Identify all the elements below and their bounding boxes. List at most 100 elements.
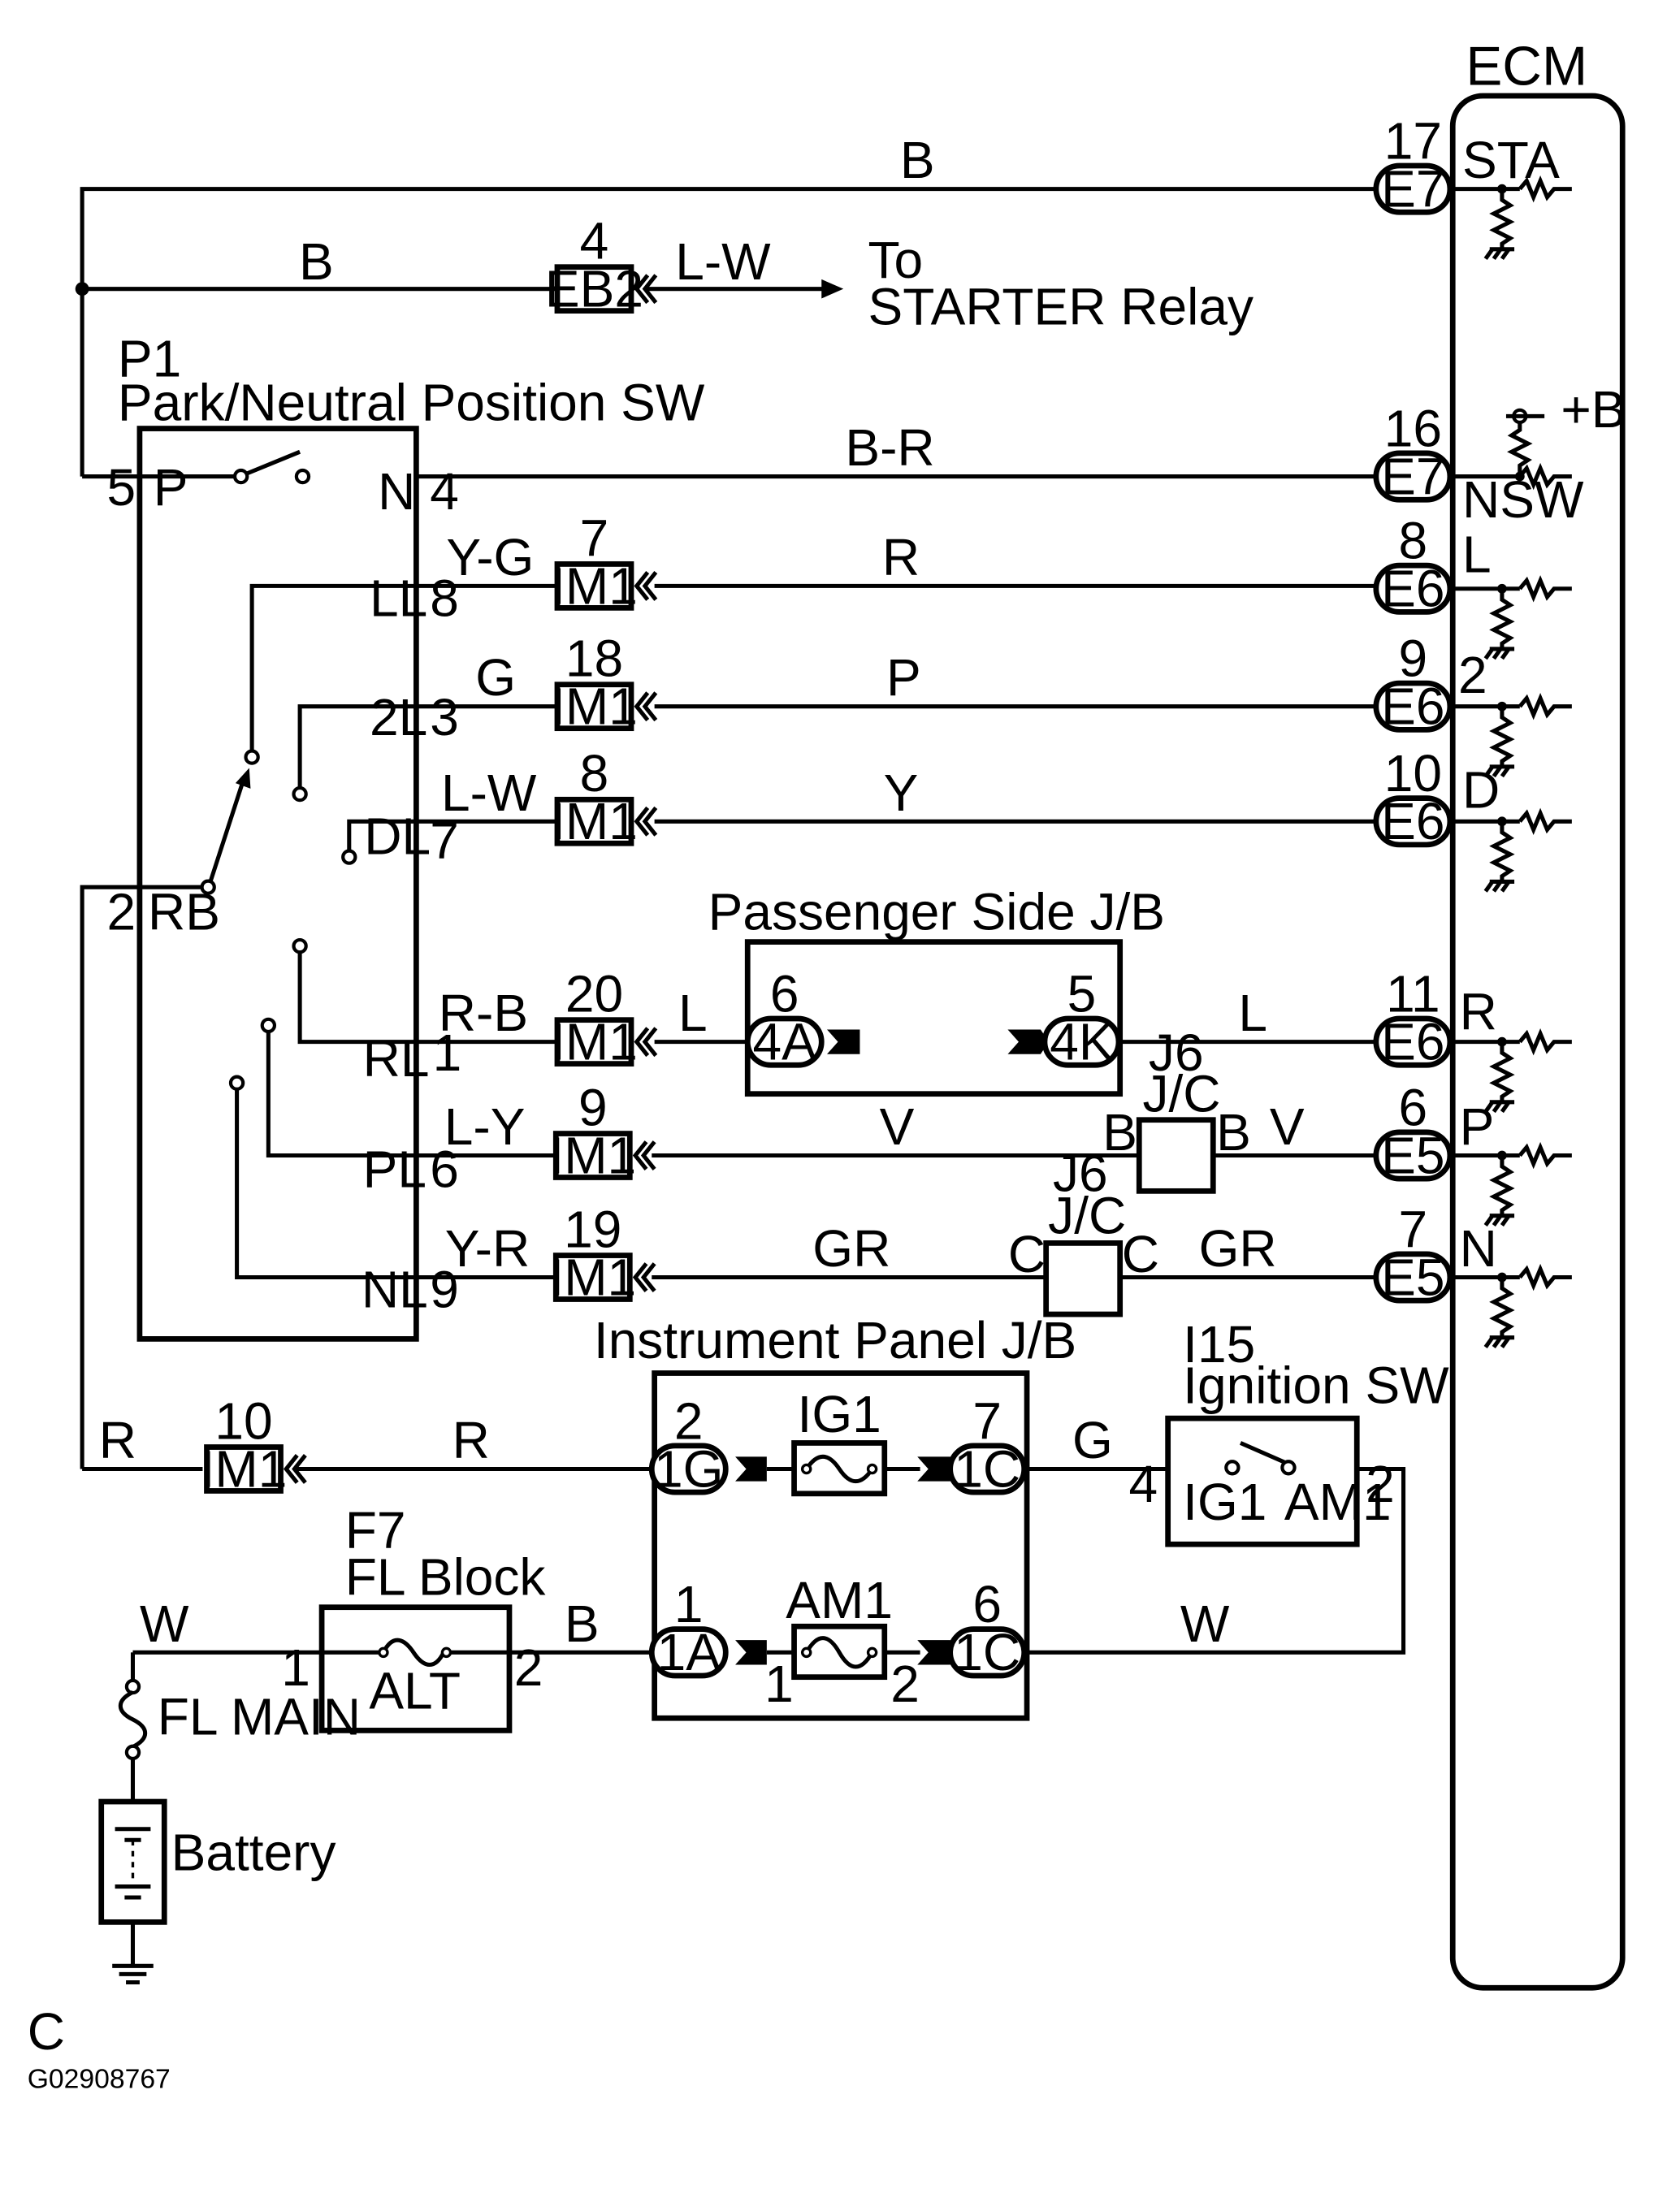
svg-text:2: 2 [106, 882, 136, 941]
wire-color-lw-starter: L-W [675, 232, 771, 291]
svg-text:L-W: L-W [441, 764, 537, 822]
svg-text:N: N [378, 462, 415, 521]
svg-text:F7: F7 [345, 1501, 406, 1560]
wire-color-sta: B [900, 131, 935, 189]
svg-text:1: 1 [281, 1638, 310, 1697]
fl-block: F7 FL Block ALT 1 2 W B [132, 1501, 655, 1733]
fl-main-fuse: FL MAIN [118, 1652, 361, 1761]
wire-dl: L-W Y [416, 764, 1376, 824]
svg-text:C: C [1008, 1225, 1046, 1283]
svg-text:R: R [882, 528, 920, 586]
connector-code: 4A [753, 1013, 817, 1071]
connector-code: IM1 [551, 556, 638, 615]
svg-text:NSW: NSW [1462, 470, 1584, 529]
svg-text:RL: RL [363, 1029, 430, 1088]
pnp-selector [80, 583, 417, 1469]
ecm-input-circuit [1449, 1028, 1572, 1114]
svg-text:Passenger Side J/B: Passenger Side J/B [708, 882, 1165, 941]
svg-text:B: B [565, 1594, 600, 1653]
svg-text:2: 2 [890, 1655, 920, 1713]
ecm-input-circuit [1449, 1141, 1572, 1227]
connector-code: E7 [1381, 447, 1444, 505]
svg-text:P: P [1460, 1097, 1495, 1156]
svg-text:8: 8 [430, 569, 459, 627]
ecm-internal-circuits [1449, 175, 1572, 1348]
wire-color-b-starter: B [299, 232, 334, 291]
svg-text:+B: +B [1561, 380, 1626, 439]
connector-pin: 1 [674, 1575, 704, 1633]
ecm-input-circuit [1449, 175, 1572, 261]
connector-pin: 7 [1399, 1200, 1428, 1258]
svg-text:P: P [154, 458, 188, 517]
connector-pin: 16 [1384, 399, 1442, 457]
svg-text:J6: J6 [1053, 1144, 1108, 1202]
svg-text:3: 3 [430, 688, 459, 746]
svg-text:D: D [1462, 760, 1500, 819]
svg-text:LL: LL [370, 569, 427, 627]
connector-code: IM1 [201, 1439, 288, 1498]
svg-text:J/C: J/C [1142, 1065, 1220, 1123]
svg-text:L: L [1462, 526, 1492, 584]
svg-text:Y-R: Y-R [445, 1219, 530, 1278]
pnp-ref: P1 [118, 330, 181, 388]
svg-text:RB: RB [148, 882, 220, 941]
svg-text:2: 2 [1366, 1455, 1395, 1513]
connector-pin: 8 [1399, 512, 1428, 570]
connector-code: E6 [1381, 677, 1444, 736]
connector-c4a: 4A6 [744, 965, 825, 1071]
pnp-name: Park/Neutral Position SW [118, 373, 705, 431]
svg-text:N: N [1460, 1219, 1497, 1278]
ignition-switch: I15 Ignition SW IG1 AM1 4 2 G W [1027, 1315, 1449, 1655]
park-neutral-switch: P1 Park/Neutral Position SW [118, 330, 705, 1342]
connector-pin: 6 [770, 965, 799, 1023]
fuse-am1-label: AM1 [786, 1571, 893, 1629]
connector-c1g: 1G2 [648, 1391, 729, 1498]
connector-c4k: 4K5 [1041, 965, 1122, 1071]
svg-text:Y: Y [884, 764, 919, 822]
connector-code: E6 [1381, 792, 1444, 850]
svg-text:W: W [140, 1594, 189, 1653]
connector-code: 1A [657, 1623, 721, 1681]
fuse-ig1-label: IG1 [798, 1385, 881, 1443]
connector-pin: 6 [972, 1575, 1002, 1633]
svg-text:PL: PL [363, 1140, 426, 1198]
ecm-label: ECM [1466, 37, 1587, 97]
wire-pl: L-Y V V [416, 1097, 1376, 1158]
svg-text:Y-G: Y-G [446, 528, 534, 586]
svg-text:FL MAIN: FL MAIN [158, 1687, 361, 1746]
svg-text:C: C [1122, 1225, 1159, 1283]
wire-color-br: B-R [845, 418, 934, 477]
svg-text:5: 5 [106, 458, 136, 517]
connector-pin: 7 [972, 1391, 1002, 1450]
connector-pin: 18 [565, 630, 623, 688]
connector-code: IM1 [549, 1248, 636, 1306]
pnp-pn-contacts: B-R [82, 418, 1376, 485]
connector-code: E5 [1381, 1126, 1444, 1184]
connector-e6-9: E69 [1373, 630, 1453, 736]
connector-pin: 19 [564, 1200, 621, 1258]
svg-text:B: B [1216, 1103, 1251, 1162]
ecm-input-circuit [1449, 1263, 1572, 1348]
connector-pin: 11 [1386, 965, 1440, 1023]
svg-text:4: 4 [1129, 1455, 1158, 1513]
svg-text:2: 2 [1458, 646, 1487, 704]
connector-code: 1G [654, 1439, 723, 1498]
ecm-pin-labels: STA +B NSW L 2 D R P N [1458, 131, 1626, 1278]
svg-text:Battery: Battery [171, 1823, 336, 1881]
svg-text:4: 4 [430, 462, 459, 521]
svg-text:GR: GR [812, 1219, 890, 1278]
svg-text:W: W [1180, 1594, 1230, 1653]
ecm-input-circuit [1449, 807, 1572, 893]
svg-text:FL Block: FL Block [345, 1548, 547, 1607]
connector-code: IM1 [551, 1013, 638, 1071]
connector-pin: 7 [580, 508, 609, 567]
